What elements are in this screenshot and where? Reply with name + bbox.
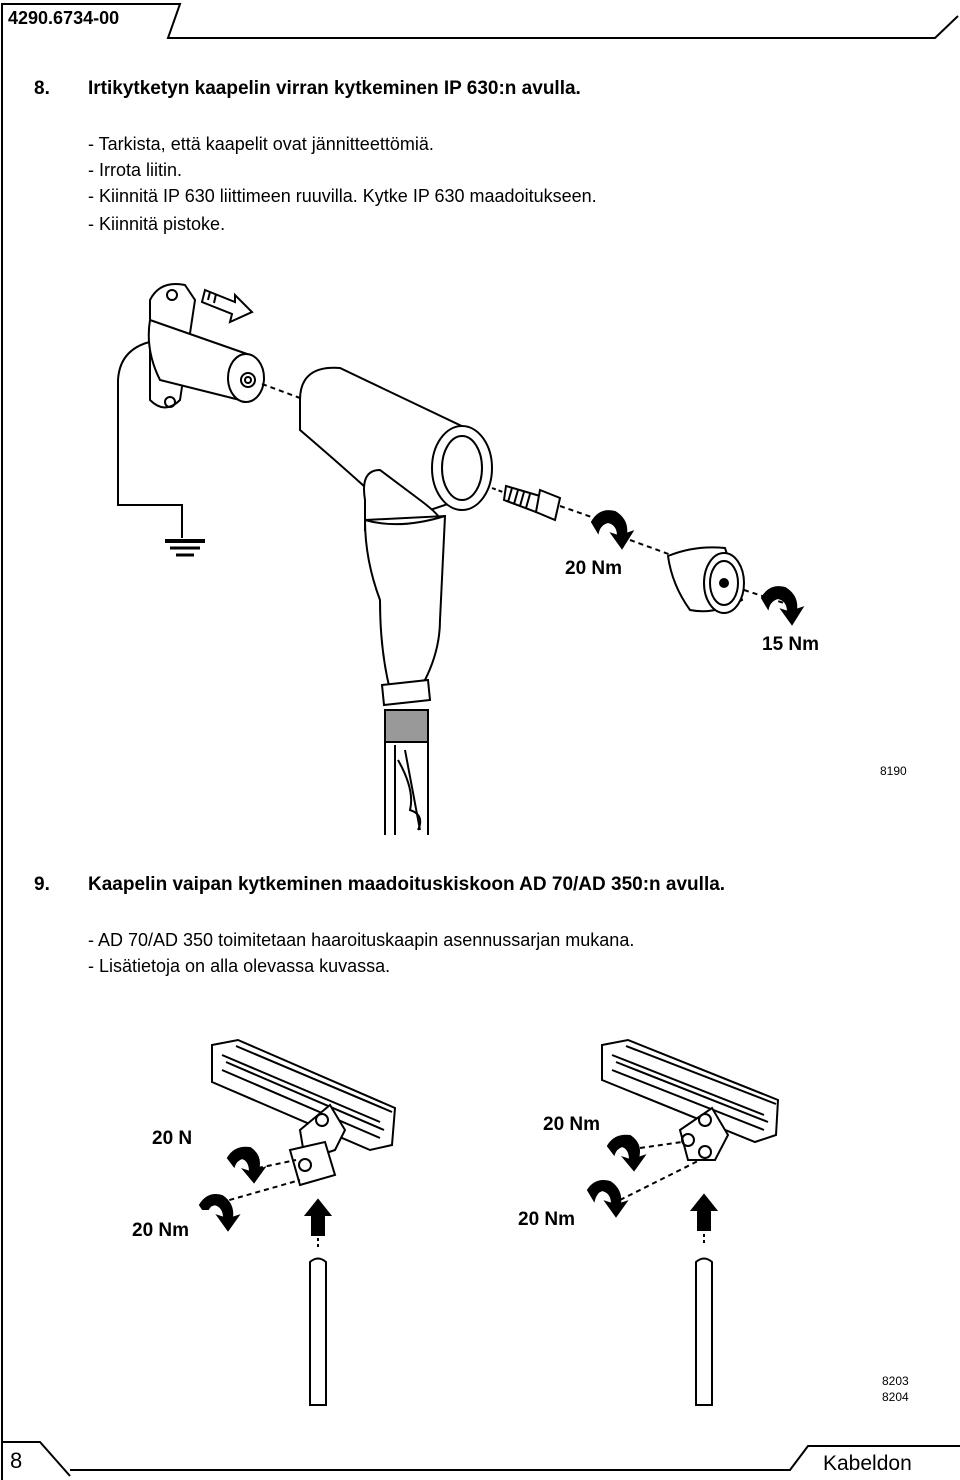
- section8-step-2: - Irrota liitin.: [88, 160, 183, 180]
- section8-step-4: - Kiinnitä pistoke.: [88, 214, 226, 234]
- section8-number: 8.: [34, 78, 50, 99]
- section9-step-1: - AD 70/AD 350 toimitetaan haaroituskaap…: [88, 930, 635, 950]
- figure-id-8203: 8203: [882, 1374, 909, 1388]
- brand-name: Kabeldon: [823, 1452, 912, 1475]
- document-number: 4290.6734-00: [8, 8, 120, 28]
- figure-id-8190: 8190: [880, 764, 907, 778]
- right-torque-label-bottom: 20 Nm: [518, 1209, 576, 1230]
- section9-title: Kaapelin vaipan kytkeminen maadoituskisk…: [88, 874, 726, 895]
- torque-label-15nm: 15 Nm: [762, 634, 820, 655]
- left-torque-label-bottom: 20 Nm: [132, 1220, 190, 1241]
- section8-step-1: - Tarkista, että kaapelit ovat jännittee…: [88, 134, 434, 154]
- page-number: 8: [10, 1448, 23, 1473]
- right-torque-label-top: 20 Nm: [543, 1114, 601, 1135]
- torque-label-20nm: 20 Nm: [565, 558, 623, 579]
- figure-id-8204: 8204: [882, 1390, 909, 1404]
- section9-number: 9.: [34, 874, 50, 895]
- left-torque-label-top: 20 N: [152, 1128, 193, 1149]
- section9-step-2: - Lisätietoja on alla olevassa kuvassa.: [88, 956, 391, 976]
- section8-step-3: - Kiinnitä IP 630 liittimeen ruuvilla. K…: [88, 186, 597, 206]
- section8-title: Irtikytketyn kaapelin virran kytkeminen …: [88, 78, 581, 99]
